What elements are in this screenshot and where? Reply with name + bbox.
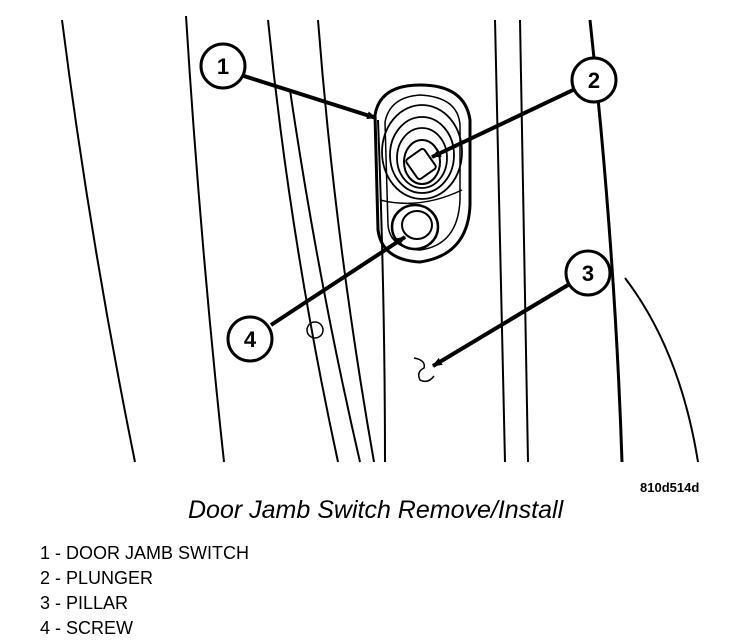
leader-arrow-4 xyxy=(269,235,407,327)
legend-item-pillar: 3 - PILLAR xyxy=(40,593,129,613)
screw xyxy=(390,203,440,251)
callout-2: 2 xyxy=(570,56,618,104)
plunger xyxy=(381,104,463,200)
callout-3-label: 3 xyxy=(582,261,594,286)
figure-caption: Door Jamb Switch Remove/Install xyxy=(188,496,564,524)
callout-4-label: 4 xyxy=(244,327,257,352)
pillar-outline xyxy=(61,15,699,463)
door-jamb-switch xyxy=(373,83,472,264)
leader-arrow-2 xyxy=(431,88,574,159)
callout-1: 1 xyxy=(199,42,247,90)
leader-arrow-3 xyxy=(431,283,570,368)
leader-lines xyxy=(243,74,574,368)
callout-1-label: 1 xyxy=(217,54,229,79)
figure-code: 810d514d xyxy=(640,480,700,495)
door-jamb-switch-diagram: 1 2 3 4 xyxy=(61,15,699,463)
callout-2-label: 2 xyxy=(588,68,600,93)
leader-arrow-1 xyxy=(243,74,377,120)
legend-item-plunger: 2 - PLUNGER xyxy=(40,568,154,588)
pillar-mark xyxy=(413,357,435,383)
pillar-hole xyxy=(306,321,324,339)
callout-4: 4 xyxy=(226,315,274,363)
legend-list: 1 - DOOR JAMB SWITCH 2 - PLUNGER 3 - PIL… xyxy=(40,541,249,641)
callout-3: 3 xyxy=(564,249,612,297)
legend-item-screw: 4 - SCREW xyxy=(40,618,134,638)
legend-item-door-jamb-switch: 1 - DOOR JAMB SWITCH xyxy=(40,543,250,563)
